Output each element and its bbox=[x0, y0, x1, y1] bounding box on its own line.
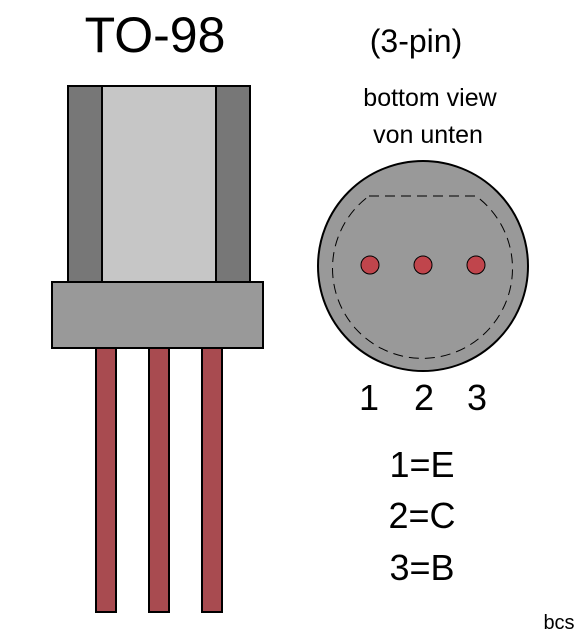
pin-dot-1 bbox=[360, 255, 380, 275]
pin-dot-3 bbox=[466, 255, 486, 275]
bottom-view bbox=[317, 160, 529, 372]
body-left-edge bbox=[67, 85, 103, 283]
body-right-edge bbox=[215, 85, 251, 283]
package-title: TO-98 bbox=[85, 7, 226, 63]
body-flange bbox=[51, 281, 264, 349]
pin-number-3: 3 bbox=[467, 377, 487, 418]
lead-2 bbox=[148, 347, 170, 613]
lead-3 bbox=[201, 347, 223, 613]
view-label-english: bottom view bbox=[363, 84, 497, 112]
lead-1 bbox=[95, 347, 117, 613]
pin-number-2: 2 bbox=[414, 377, 434, 418]
side-view bbox=[51, 85, 264, 613]
view-label-german: von unten bbox=[373, 121, 483, 149]
pin-assignment-3: 3=B bbox=[389, 547, 454, 588]
pin-dot-2 bbox=[413, 255, 433, 275]
pin-count-label: (3-pin) bbox=[370, 23, 462, 59]
body-center bbox=[101, 85, 217, 283]
pin-assignment-1: 1=E bbox=[389, 444, 454, 485]
pin-number-1: 1 bbox=[359, 377, 379, 418]
pin-assignment-2: 2=C bbox=[388, 495, 455, 536]
author-credit: bcs bbox=[543, 612, 574, 634]
bottom-flat-dashed-outline bbox=[332, 195, 513, 359]
